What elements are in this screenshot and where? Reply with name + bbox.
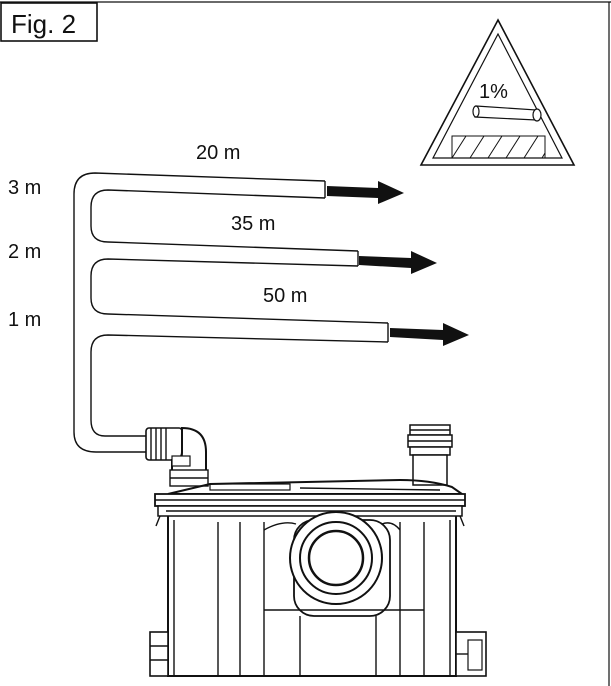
vent-pipe xyxy=(407,424,453,486)
arrow-20m-icon xyxy=(327,181,404,204)
slope-percent-label: 1% xyxy=(479,81,508,103)
figure-label-text: Fig. 2 xyxy=(11,9,76,39)
distance-label-35m: 35 m xyxy=(231,213,275,235)
slope-warning-icon: 1% xyxy=(419,18,576,166)
arrow-50m-icon xyxy=(390,323,469,346)
side-port-right xyxy=(455,631,487,677)
discharge-pipe xyxy=(73,172,389,453)
figure-label: Fig. 2 xyxy=(0,2,98,42)
arrow-35m-icon xyxy=(359,251,437,274)
height-label-2m: 2 m xyxy=(8,241,41,263)
pump-unit xyxy=(149,478,487,677)
distance-label-50m: 50 m xyxy=(263,285,307,307)
height-label-1m: 1 m xyxy=(8,309,41,331)
distance-label-20m: 20 m xyxy=(196,142,240,164)
elbow-connector xyxy=(145,426,209,487)
inlet-port xyxy=(289,511,391,617)
height-label-3m: 3 m xyxy=(8,177,41,199)
side-port-left xyxy=(149,631,169,677)
